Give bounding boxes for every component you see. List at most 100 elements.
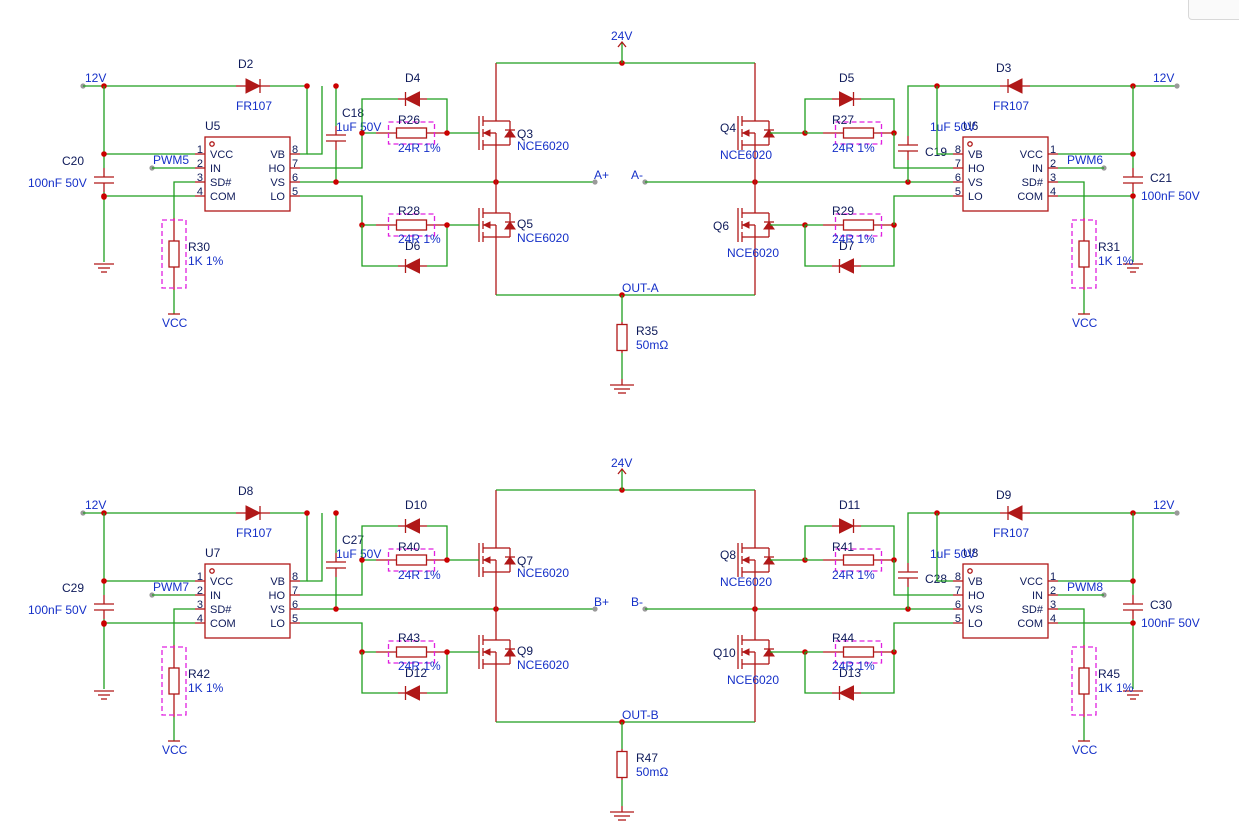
wire — [907, 85, 1000, 136]
pin-label-sd: SD# — [210, 177, 232, 189]
resistor-symbol[interactable] — [823, 213, 894, 237]
diode-symbol[interactable] — [398, 91, 427, 107]
mosfet-symbol[interactable] — [737, 63, 775, 182]
wire — [300, 622, 376, 653]
window-corner-widget[interactable] — [1188, 0, 1239, 20]
resistor-symbol[interactable] — [376, 640, 447, 664]
junction-dot — [304, 83, 310, 89]
pin-label-in: HO — [968, 163, 985, 175]
selection-highlight — [387, 640, 436, 664]
wire — [427, 225, 448, 267]
capacitor-value: 1uF 50V — [930, 547, 975, 561]
mosfet-symbol[interactable] — [737, 609, 775, 722]
resistor-designator: R29 — [832, 204, 854, 218]
pin-label-com: COM — [210, 618, 236, 630]
resistor-symbol[interactable] — [823, 548, 894, 572]
pin-label-ho: HO — [269, 163, 286, 175]
mosfet-symbol[interactable] — [478, 182, 516, 295]
shunt-designator: R35 — [636, 324, 658, 338]
resistor-value: 24R 1% — [398, 568, 441, 582]
wire — [804, 98, 832, 133]
ground-symbol — [610, 806, 634, 821]
resistor-value: 1K 1% — [188, 254, 224, 268]
junction-dot — [359, 130, 365, 136]
resistor-symbol[interactable] — [376, 548, 447, 572]
capacitor-symbol[interactable] — [1123, 168, 1143, 192]
shunt-designator: R47 — [636, 751, 658, 765]
capacitor-symbol[interactable] — [1123, 595, 1143, 619]
capacitor-symbol[interactable] — [898, 563, 918, 587]
resistor-designator: R31 — [1098, 240, 1120, 254]
resistor-designator: R28 — [398, 204, 420, 218]
resistor-symbol[interactable] — [616, 749, 628, 780]
mosfet-value: NCE6020 — [720, 575, 772, 589]
resistor-value: 24R 1% — [832, 568, 875, 582]
capacitor-symbol[interactable] — [94, 168, 114, 192]
mosfet-symbol[interactable] — [478, 490, 516, 609]
resistor-symbol[interactable] — [823, 121, 894, 145]
diode-designator: D11 — [839, 498, 860, 512]
pin-number: 1 — [1050, 571, 1056, 583]
resistor-symbol[interactable] — [1071, 645, 1097, 717]
pin-label-com: LO — [968, 191, 983, 203]
mosfet-symbol[interactable] — [478, 609, 516, 722]
net-label-out: OUT-B — [622, 708, 659, 722]
pin-label-com: COM — [210, 191, 236, 203]
net-label-vcc: VCC — [1072, 743, 1098, 757]
capacitor-symbol[interactable] — [898, 136, 918, 160]
wire — [361, 225, 398, 267]
wire — [427, 525, 448, 560]
resistor-symbol[interactable] — [616, 322, 628, 353]
diode-symbol[interactable] — [832, 685, 861, 701]
diode-symbol[interactable] — [236, 78, 270, 94]
power-arrow — [617, 467, 627, 475]
mosfet-symbol[interactable] — [478, 63, 516, 182]
net-label-minus: A- — [631, 168, 643, 182]
selection-highlight — [387, 121, 436, 145]
diode-symbol[interactable] — [398, 685, 427, 701]
capacitor-symbol[interactable] — [326, 126, 346, 150]
diode-symbol[interactable] — [1000, 505, 1030, 521]
diode-symbol[interactable] — [236, 505, 270, 521]
resistor-symbol[interactable] — [376, 121, 447, 145]
resistor-value: 24R 1% — [398, 232, 441, 246]
capacitor-designator: C19 — [925, 145, 947, 159]
capacitor-symbol[interactable] — [94, 595, 114, 619]
ground-symbol — [94, 263, 114, 273]
ic-designator: U7 — [205, 546, 221, 560]
mosfet-value: NCE6020 — [517, 139, 569, 153]
pin-number: 4 — [1050, 186, 1056, 198]
power-arrow — [617, 40, 627, 48]
mosfet-symbol[interactable] — [737, 182, 775, 295]
diode-symbol[interactable] — [832, 258, 861, 274]
net-label-12v: 12V — [1153, 498, 1174, 512]
pin-label-vs: VS — [270, 177, 285, 189]
net-label-minus: B- — [631, 595, 643, 609]
diode-symbol[interactable] — [832, 91, 861, 107]
resistor-symbol[interactable] — [161, 218, 187, 290]
diode-symbol[interactable] — [832, 518, 861, 534]
diode-symbol[interactable] — [398, 518, 427, 534]
resistor-symbol[interactable] — [1071, 218, 1097, 290]
capacitor-symbol[interactable] — [326, 553, 346, 577]
mosfet-symbol[interactable] — [737, 490, 775, 609]
capacitor-value: 1uF 50V — [930, 120, 975, 134]
junction-dot — [333, 83, 339, 89]
diode-symbol[interactable] — [1000, 78, 1030, 94]
resistor-symbol[interactable] — [823, 640, 894, 664]
wire — [893, 622, 953, 652]
junction-dot — [359, 557, 365, 563]
wire — [907, 512, 1000, 563]
resistor-symbol[interactable] — [376, 213, 447, 237]
net-pin-dot — [592, 606, 598, 612]
diode-designator: D12 — [405, 666, 427, 680]
capacitor-designator: C20 — [62, 154, 84, 168]
diode-symbol[interactable] — [398, 258, 427, 274]
resistor-symbol[interactable] — [161, 645, 187, 717]
